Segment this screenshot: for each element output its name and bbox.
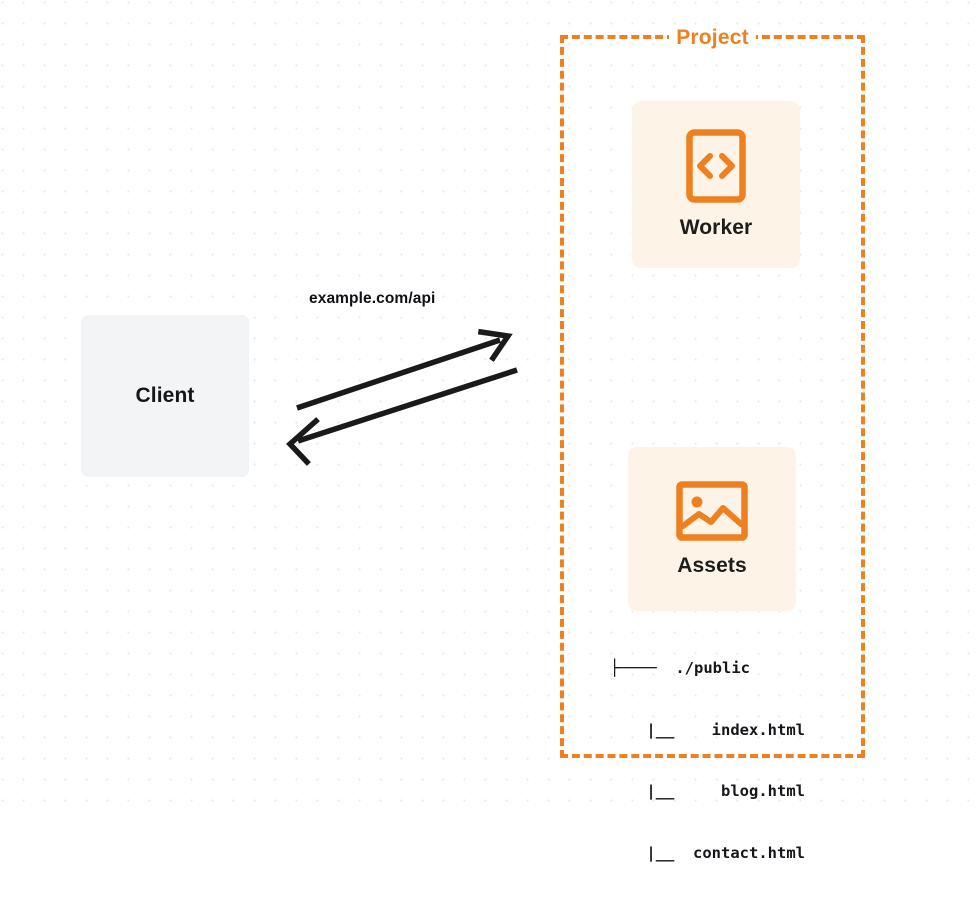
image-icon bbox=[676, 480, 748, 541]
file-tree-row: |__ blog.html bbox=[646, 782, 805, 800]
request-url-label: example.com/api bbox=[309, 290, 436, 307]
assets-label: Assets bbox=[677, 553, 747, 577]
request-arrow bbox=[296, 328, 513, 411]
worker-label: Worker bbox=[679, 216, 753, 239]
file-tree-row: |__ contact.html bbox=[646, 843, 805, 862]
project-title-text: Project bbox=[669, 26, 756, 49]
project-title: Project bbox=[564, 26, 861, 50]
response-arrow bbox=[286, 367, 518, 466]
client-node[interactable]: Client bbox=[81, 315, 249, 477]
worker-node[interactable]: Worker bbox=[632, 101, 800, 268]
assets-node[interactable]: Assets bbox=[628, 447, 796, 611]
code-brackets-icon bbox=[686, 129, 746, 203]
diagram-canvas: Client example.com/api Project Worker bbox=[0, 0, 980, 862]
file-tree-row: |__ index.html bbox=[646, 720, 805, 739]
client-label: Client bbox=[135, 384, 195, 407]
file-tree-row: ├──── ./public bbox=[610, 659, 750, 677]
assets-file-tree: ├──── ./public |__ index.html |__ blog.h… bbox=[600, 617, 805, 904]
